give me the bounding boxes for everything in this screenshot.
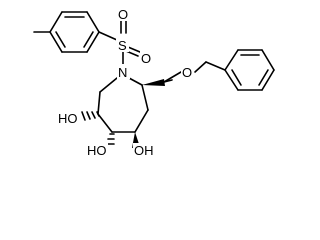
aryl-double-bond — [55, 31, 66, 48]
s-o-double-bond — [127, 46, 141, 53]
hydroxyl-left-label: HO — [58, 111, 78, 126]
sulfur-label: S — [118, 38, 127, 53]
tolyl-ring — [33, 11, 100, 53]
sulfonyl-oxygen-bottom-label: O — [141, 51, 151, 66]
wedge-bond-side-chain — [142, 79, 165, 86]
hydroxyl-bottom-left-label: HO — [87, 143, 107, 158]
ether-oxygen-label: O — [182, 65, 192, 80]
ring-bond — [141, 84, 149, 111]
structural-formula: S O O N O HO HO OH — [33, 6, 275, 158]
aryl-bond — [86, 11, 100, 33]
o-ch2-bond — [194, 61, 207, 73]
ch2-o-bond — [163, 71, 182, 83]
hashed-bond-bottom-left — [105, 133, 115, 145]
aryl-sulfur-bond — [98, 31, 118, 41]
phenyl-ring — [224, 49, 275, 91]
ring-bond — [99, 77, 118, 93]
aryl-bond — [86, 31, 100, 53]
ring-bond — [128, 77, 143, 86]
ring-bond — [134, 109, 149, 133]
hashed-bond-left — [81, 111, 100, 121]
aryl-bond — [49, 31, 63, 53]
ch2-phenyl-bond — [205, 61, 226, 71]
hydroxyl-bottom-right-label: OH — [134, 143, 154, 158]
aryl-bond — [49, 11, 63, 33]
benzyloxymethyl-group — [163, 61, 226, 83]
ring-bond — [97, 91, 101, 115]
ring-nitrogen-label: N — [118, 65, 127, 80]
sulfonyl-oxygen-top-label: O — [118, 7, 128, 22]
ring-bond — [97, 113, 113, 133]
aryl-double-bond — [83, 31, 94, 48]
azepane-ring — [97, 77, 149, 133]
